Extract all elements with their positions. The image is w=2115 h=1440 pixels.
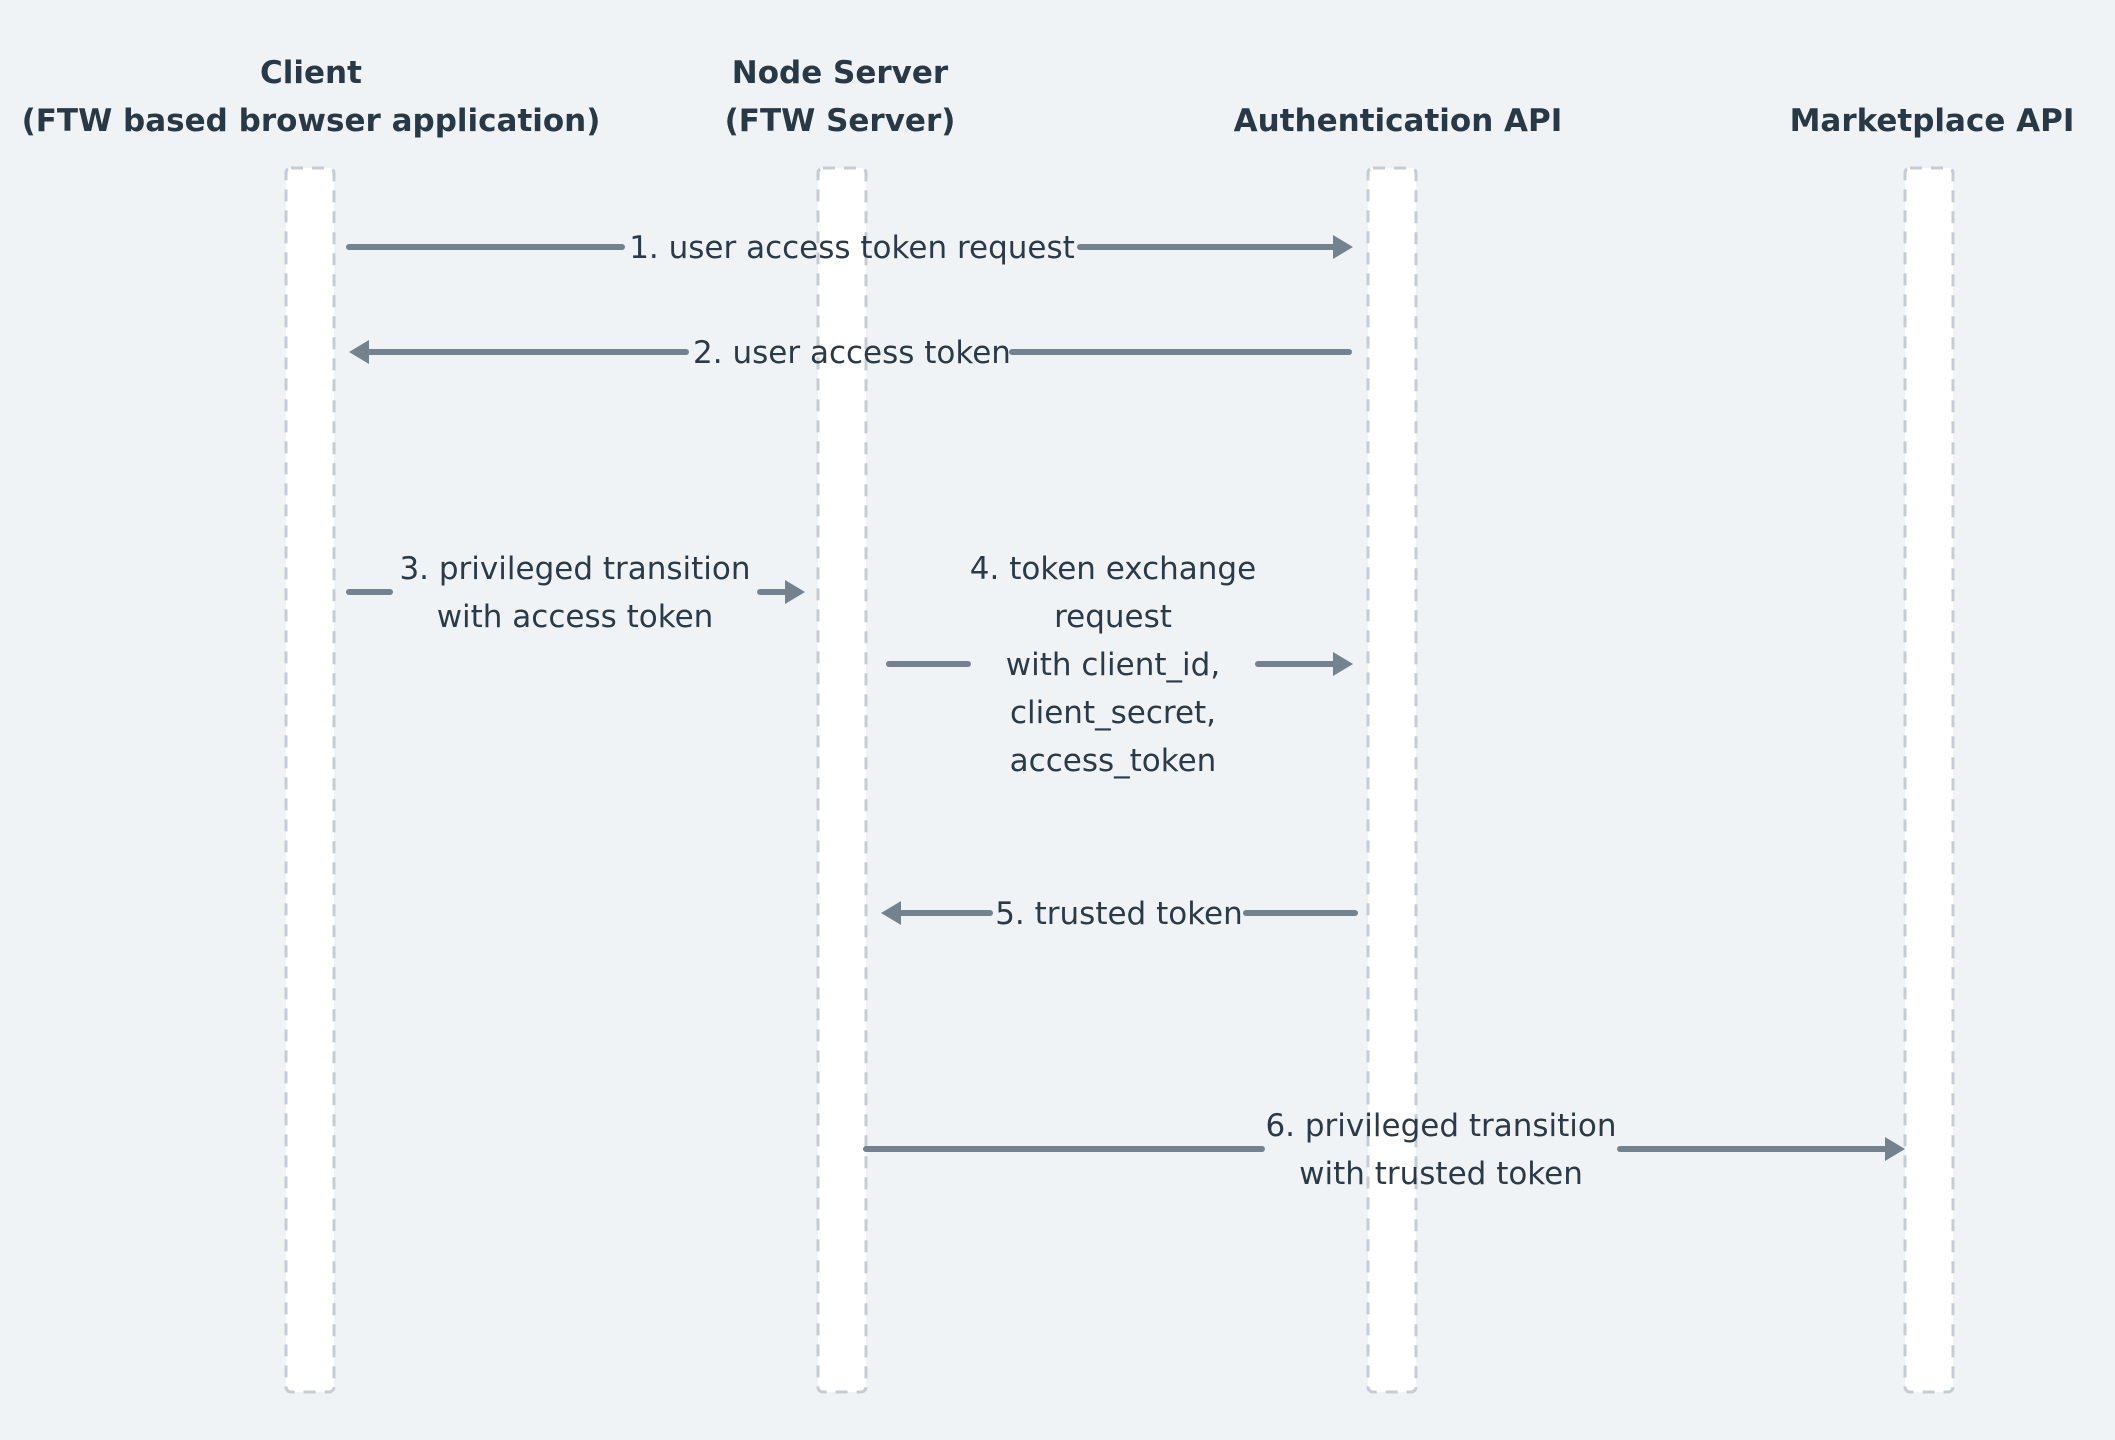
msg-6-arrowhead [1885,1137,1905,1161]
lifeline-client [284,166,336,1394]
msg-4-arrowhead [1333,652,1353,676]
msg-5-arrowhead [881,901,901,925]
lifeline-auth-api [1366,166,1418,1394]
actor-title-marketplace-api-line-1: Marketplace API [1790,103,2075,139]
lifeline-node-server [816,166,868,1394]
actor-title-auth-api-line-1: Authentication API [1234,103,1563,139]
actor-title-node-server-line-2: (FTW Server) [725,103,956,139]
msg-1-label-line-1: 1. user access token request [629,230,1075,266]
actor-title-node-server-line-1: Node Server [732,55,949,91]
msg-3-arrowhead [785,580,805,604]
msg-2-label-line-1: 2. user access token [693,335,1011,371]
msg-3-label-line-2: with access token [437,599,714,635]
lifeline-marketplace-api [1903,166,1955,1394]
actor-title-client-line-1: Client [260,55,362,91]
msg-6-label-line-1: 6. privileged transition [1265,1108,1616,1144]
msg-4-label-line-5: access_token [1010,743,1217,779]
msg-4-label-line-4: client_secret, [1010,695,1216,731]
actor-title-client-line-2: (FTW based browser application) [22,103,601,139]
msg-2-arrowhead [349,340,369,364]
msg-4-label-line-3: with client_id, [1006,647,1220,683]
msg-4-label-line-1: 4. token exchange [970,551,1256,587]
msg-6-label-line-2: with trusted token [1299,1156,1583,1192]
msg-1-arrowhead [1333,235,1353,259]
msg-3-label-line-1: 3. privileged transition [399,551,750,587]
msg-5-label-line-1: 5. trusted token [995,896,1243,932]
msg-4-label-line-2: request [1054,599,1172,635]
